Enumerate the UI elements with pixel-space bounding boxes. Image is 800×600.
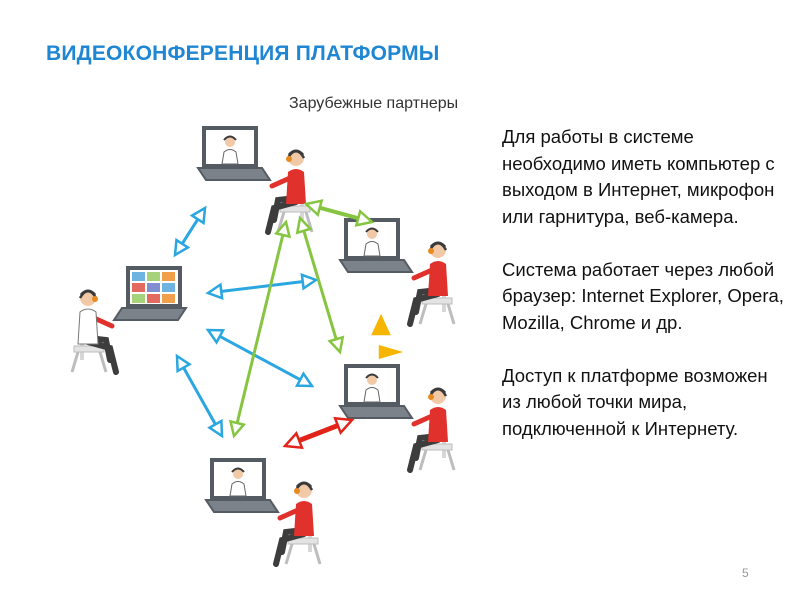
arrow-left-right-lower	[205, 328, 315, 388]
workstation-right-upper	[340, 220, 454, 324]
requirements-paragraph: Для работы в системе необходимо иметь ко…	[502, 126, 775, 227]
access-paragraph: Доступ к платформе возможен из любой точ…	[502, 364, 768, 439]
arrow-left-right-upper	[205, 272, 319, 301]
arrow-left-bottom	[175, 353, 224, 439]
arrow-bottom-right	[282, 416, 355, 450]
laptop-icon	[198, 128, 312, 232]
slide-title: ВИДЕОКОНФЕРЕНЦИЯ ПЛАТФОРМЫ	[46, 42, 440, 65]
workstation-top	[198, 128, 312, 232]
browser-paragraph: Система работает через любой браузер: In…	[502, 258, 784, 333]
workstation-left	[72, 268, 186, 372]
workstation-bottom	[206, 460, 320, 564]
video-grid-icon	[132, 272, 175, 303]
arrow-left-top	[173, 205, 207, 258]
workstation-right-lower	[340, 366, 454, 470]
laptop-icon	[340, 366, 454, 470]
arrow-top-right-upper	[303, 199, 375, 227]
connection-arrows	[173, 199, 409, 450]
laptop-icon	[206, 460, 320, 564]
diagram-subtitle: Зарубежные партнеры	[289, 95, 459, 112]
arrow-top-bottom	[228, 219, 292, 439]
person-icon	[77, 308, 99, 345]
page-number: 5	[742, 566, 749, 580]
arrow-top-right-lower	[295, 215, 345, 355]
laptop-icon	[340, 220, 454, 324]
description-text: Для работы в системе необходимо иметь ко…	[502, 124, 787, 469]
yellow-marker-icon	[368, 310, 409, 361]
